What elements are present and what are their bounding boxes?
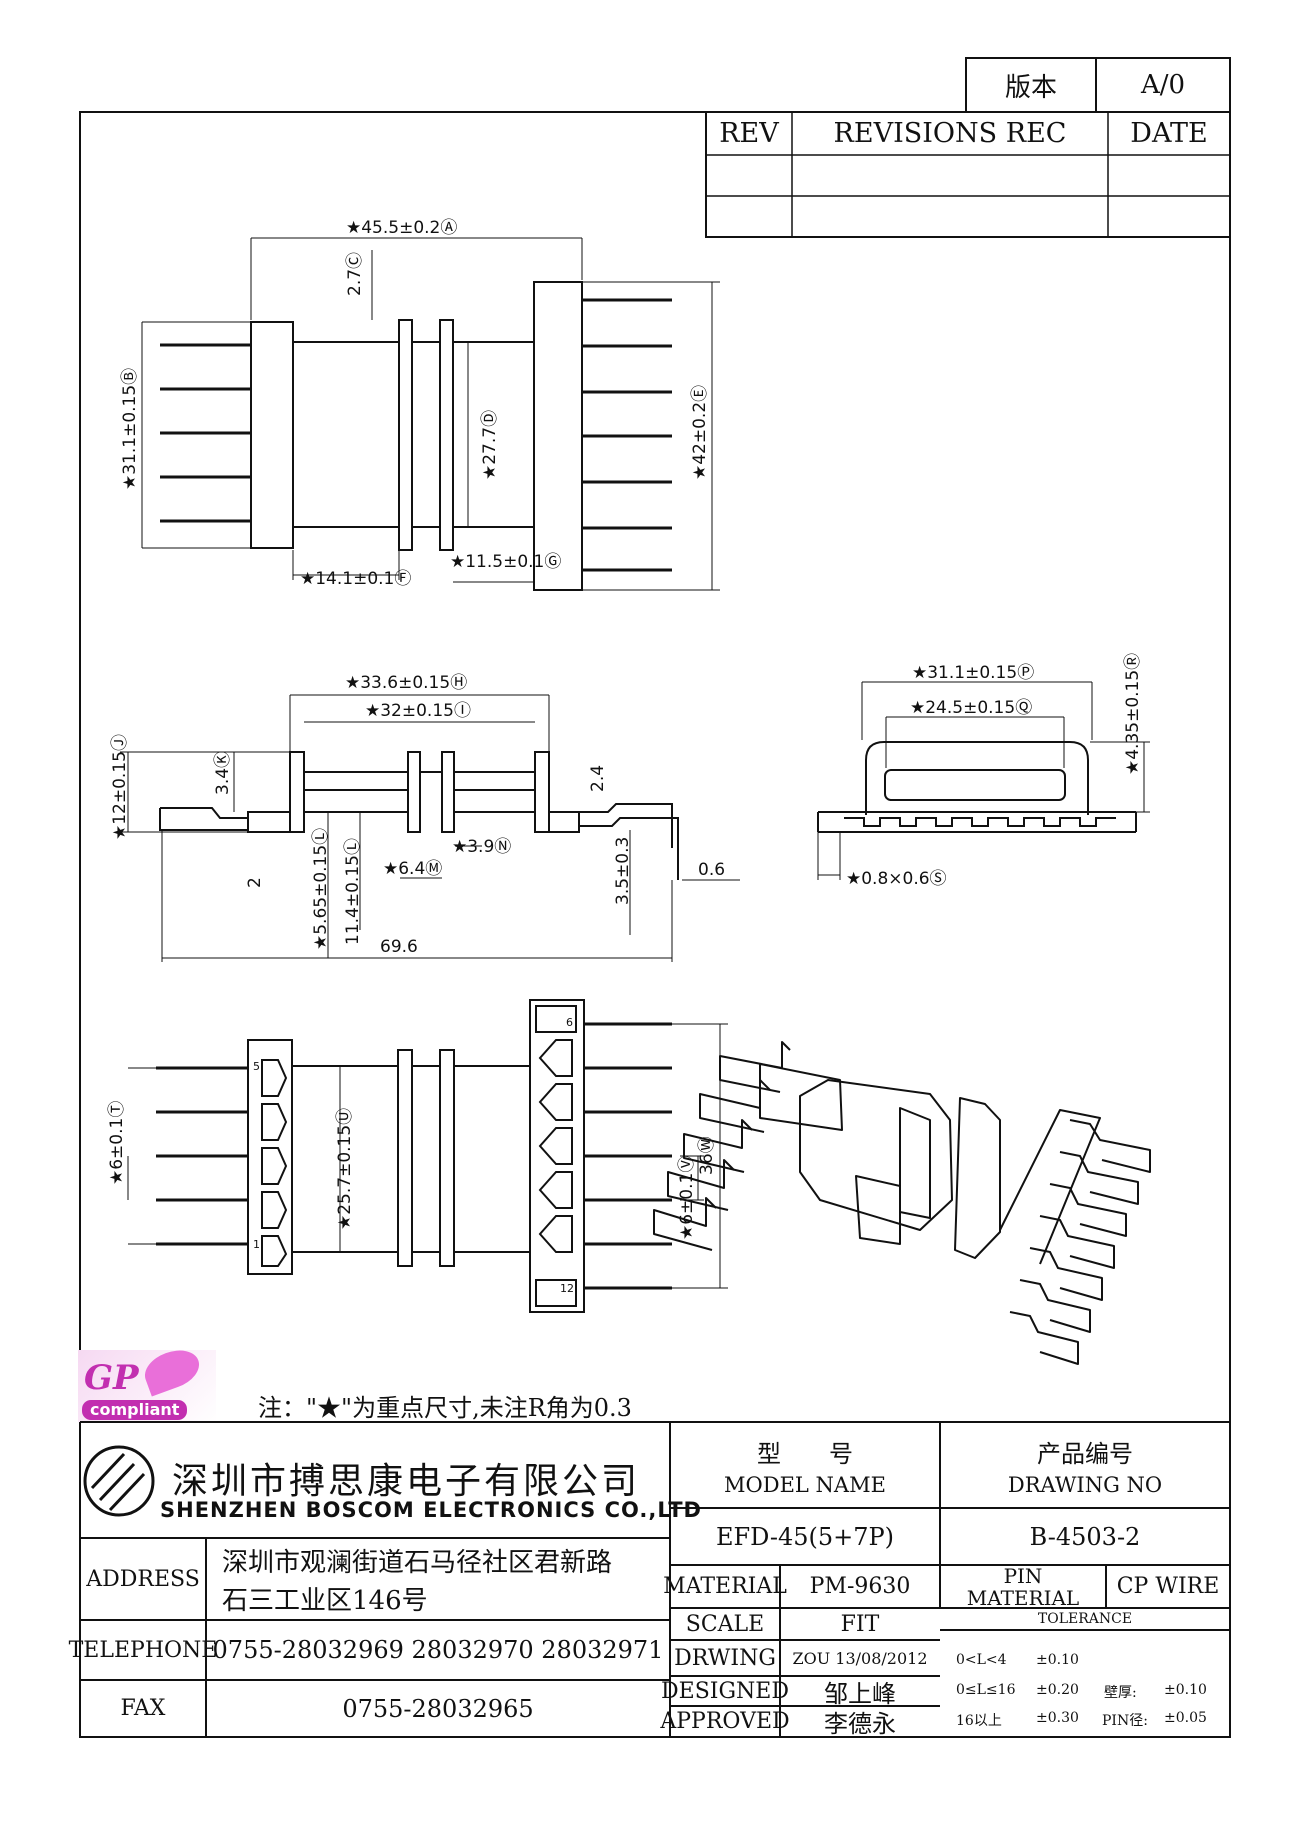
pin-label-12: 12 (560, 1282, 574, 1295)
dim-i: ★32±0.15Ⓘ (365, 701, 471, 721)
drawing-value: B-4503-2 (1029, 1522, 1141, 1551)
dimension-note: 注："★"为重点尺寸,未注R角为0.3 (258, 1394, 632, 1422)
dim-j: ★12±0.15Ⓙ (110, 734, 130, 840)
front-view (159, 751, 679, 880)
drawing-label-cn: 产品编号 (1037, 1439, 1133, 1468)
dim-g: ★11.5±0.1Ⓖ (450, 552, 561, 572)
dim-r: ★4.35±0.15Ⓡ (1123, 653, 1143, 775)
pin-material-label-1: PIN (1003, 1564, 1043, 1588)
telephone-label: TELEPHONE (68, 1637, 218, 1663)
tolerance-label: TOLERANCE (1037, 1611, 1133, 1627)
tol-row2-value: ±0.20 (1036, 1682, 1079, 1698)
dim-u: ★25.7±0.15Ⓤ (335, 1108, 355, 1230)
model-value: EFD-45(5+7P) (715, 1522, 895, 1551)
gp-logo-text: GP (84, 1358, 139, 1398)
fax-value: 0755-28032965 (342, 1694, 534, 1723)
dim-m: ★6.4Ⓜ (383, 859, 442, 879)
scale-value: FIT (840, 1611, 880, 1637)
rev-header: REV (719, 118, 779, 149)
dim-t: ★6±0.1Ⓣ (107, 1101, 127, 1185)
front-view-dimensions (120, 694, 740, 962)
compliant-badge: compliant (82, 1400, 188, 1420)
telephone-value: 0755-28032969 28032970 28032971 (212, 1636, 664, 1664)
top-view-dimensions (141, 237, 720, 591)
designed-label: DESIGNED (661, 1678, 789, 1704)
dim-0-6: 0.6 (698, 860, 725, 880)
isometric-view (653, 1041, 1151, 1365)
approved-label: APPROVED (660, 1709, 790, 1734)
tol-row1-value: ±0.10 (1036, 1652, 1079, 1668)
dim-n: ★3.9Ⓝ (452, 837, 511, 857)
pin-label-5: 5 (253, 1060, 260, 1073)
company-name-cn: 深圳市搏思康电子有限公司 (172, 1461, 641, 1502)
model-label-cn: 型 号 (757, 1439, 853, 1468)
version-value: A/0 (1140, 70, 1186, 100)
approved-value: 李德永 (824, 1710, 896, 1738)
dim-s: ★0.8×0.6Ⓢ (846, 869, 947, 889)
tol-row2-extra-value: ±0.10 (1164, 1682, 1207, 1698)
dim-69-6: 69.6 (380, 937, 418, 957)
tol-row3-value: ±0.30 (1036, 1710, 1079, 1726)
drawing-label-en: DRAWING NO (1007, 1473, 1163, 1497)
tol-row3-extra-label: PIN径: (1102, 1713, 1148, 1729)
material-value: PM-9630 (809, 1574, 911, 1599)
dim-l: ★5.65±0.15Ⓛ (311, 828, 331, 950)
version-label: 版本 (1004, 72, 1057, 103)
dim-d: ★27.7Ⓓ (480, 410, 500, 480)
address-label: ADDRESS (86, 1566, 200, 1592)
dim-a: ★45.5±0.2Ⓐ (346, 218, 457, 238)
pin-material-label-2: MATERIAL (966, 1585, 1080, 1610)
company-logo-icon (83, 1445, 155, 1517)
fax-label: FAX (120, 1696, 166, 1721)
model-label-en: MODEL NAME (724, 1473, 886, 1497)
drwing-label: DRWING (674, 1645, 776, 1671)
pin-label-6: 6 (566, 1016, 573, 1029)
dim-h: ★33.6±0.15Ⓗ (345, 673, 467, 693)
gp-compliant-logo: GP compliant (78, 1343, 216, 1422)
dim-2: 2 (245, 877, 265, 888)
side-view (817, 741, 1137, 833)
address-line-1: 深圳市观澜街道石马径社区君新路 (222, 1548, 613, 1578)
dim-q: ★24.5±0.15Ⓠ (910, 698, 1032, 718)
tol-row3-range: 16以上 (956, 1713, 1002, 1729)
pin-material-value: CP WIRE (1116, 1574, 1220, 1599)
dim-l2: 11.4±0.15Ⓛ (343, 838, 363, 945)
designed-value: 邹上峰 (824, 1679, 896, 1708)
dim-3-5: 3.5±0.3 (613, 837, 633, 905)
material-label: MATERIAL (663, 1574, 787, 1599)
dim-b: ★31.1±0.15Ⓑ (120, 368, 140, 490)
dim-f: ★14.1±0.1Ⓕ (300, 569, 411, 589)
top-view (160, 281, 672, 591)
side-view-dimensions (817, 681, 1150, 880)
tol-row1-range: 0<L<4 (956, 1652, 1007, 1668)
tol-row2-extra-label: 壁厚: (1104, 1685, 1137, 1701)
company-name-en: SHENZHEN BOSCOM ELECTRONICS CO.,LTD (160, 1498, 702, 1522)
date-header: DATE (1130, 118, 1208, 149)
scale-label: SCALE (685, 1611, 765, 1637)
revisions-header: REVISIONS REC (833, 118, 1067, 149)
dim-c: 2.7Ⓒ (345, 252, 365, 296)
dim-p: ★31.1±0.15Ⓟ (912, 663, 1034, 683)
dim-2-4: 2.4 (588, 765, 608, 792)
dim-k: 3.4Ⓚ (213, 751, 233, 795)
tol-row3-extra-value: ±0.05 (1164, 1710, 1207, 1726)
pin-label-1: 1 (253, 1238, 260, 1251)
tol-row2-range: 0≤L≤16 (956, 1682, 1016, 1698)
drwing-value: ZOU 13/08/2012 (792, 1648, 928, 1668)
dim-e: ★42±0.2Ⓔ (690, 385, 710, 480)
address-line-2: 石三工业区146号 (222, 1586, 428, 1616)
